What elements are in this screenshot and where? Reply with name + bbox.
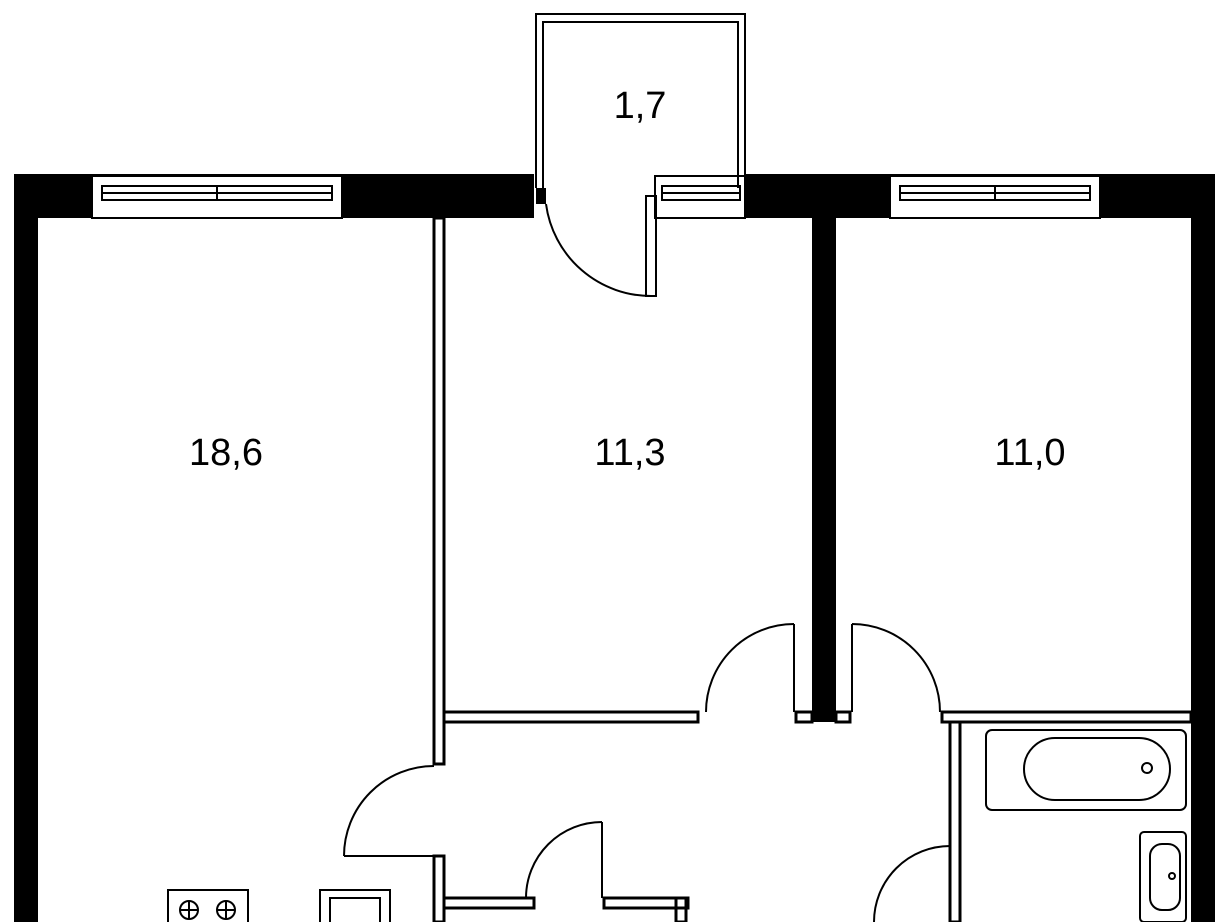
window-left (91, 175, 343, 219)
wall-bedroom-hall (442, 710, 700, 724)
area-bedroom-middle: 11,3 (594, 432, 665, 474)
balcony-outline (535, 13, 746, 188)
door-right-bedroom (851, 623, 941, 713)
interior-walls (432, 216, 1193, 922)
area-living-room: 18,6 (189, 432, 263, 474)
right-outer-wall (1191, 174, 1215, 922)
door-middle-bedroom (705, 623, 795, 713)
door-wc (525, 821, 603, 899)
window-balcony (654, 175, 746, 219)
kitchen-sink-icon (319, 889, 391, 922)
door-living-room (343, 765, 435, 857)
bathtub-icon (985, 729, 1187, 811)
sink-icon (1139, 831, 1187, 922)
balcony-door (536, 188, 657, 298)
wall-living-bedroom (432, 216, 446, 766)
wall-bedroom-bath (940, 710, 1193, 724)
area-bedroom-right: 11,0 (994, 432, 1065, 474)
door-bath (873, 845, 951, 922)
area-balcony: 1,7 (614, 85, 667, 127)
wall-between-bedrooms (812, 218, 836, 722)
left-outer-wall (14, 174, 38, 922)
stove-icon (167, 889, 249, 922)
window-right (889, 175, 1101, 219)
